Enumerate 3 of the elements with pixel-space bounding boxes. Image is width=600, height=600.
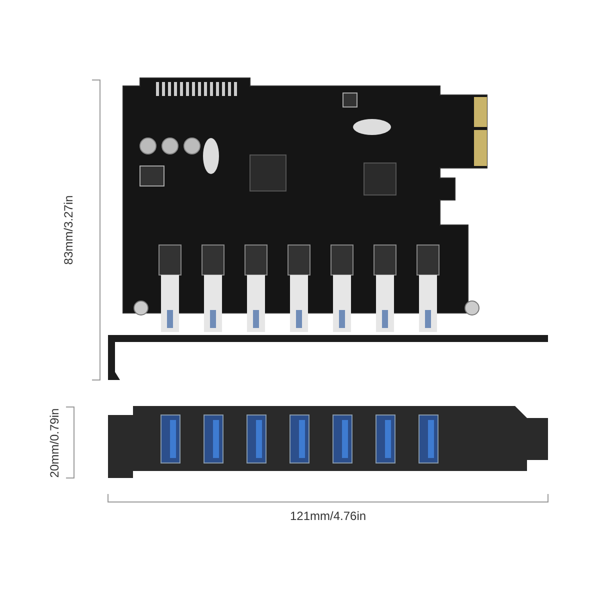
dimension-label: 20mm/0.79in bbox=[47, 408, 62, 478]
dimension-label: 83mm/3.27in bbox=[61, 195, 76, 265]
dimension-label: 121mm/4.76in bbox=[290, 509, 366, 523]
